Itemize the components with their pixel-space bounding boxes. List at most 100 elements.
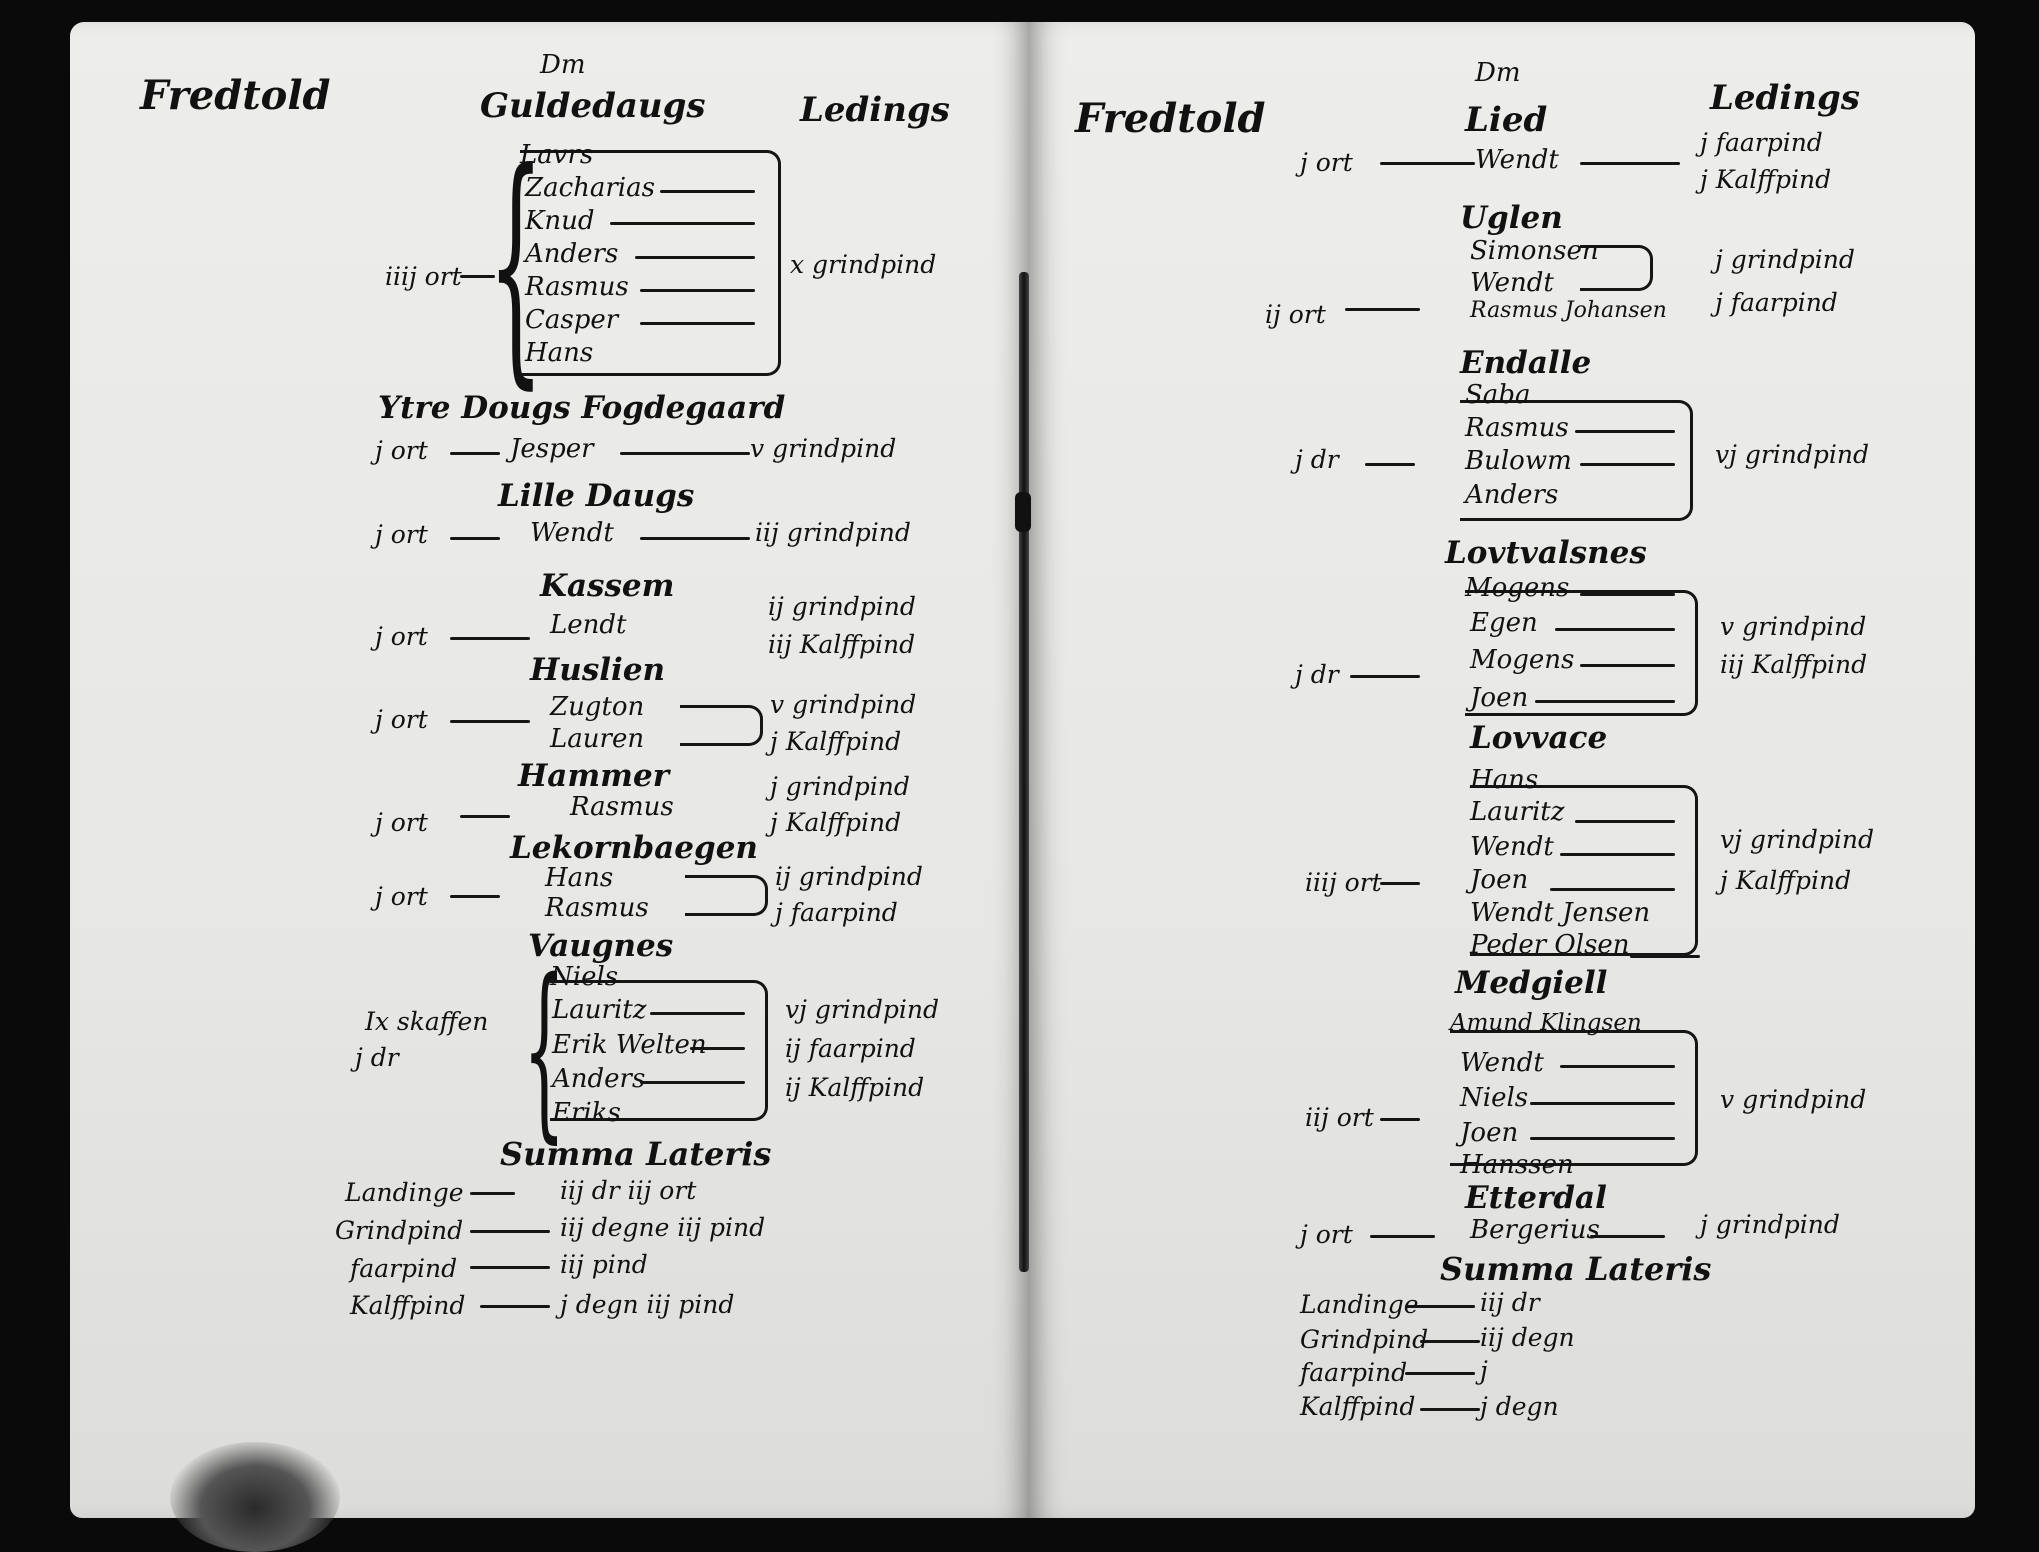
left-g4-side: j ort xyxy=(375,622,428,651)
right-r6-name: Wendt xyxy=(1460,1048,1544,1078)
left-g6-amount: j grindpind xyxy=(770,772,910,801)
right-r4-amount: v grindpind xyxy=(1720,612,1867,641)
left-g7-side: j ort xyxy=(375,882,428,911)
right-r5-amount: vj grindpind xyxy=(1720,825,1874,854)
left-g5-side: j ort xyxy=(375,705,428,734)
spine-mark xyxy=(1015,492,1031,532)
left-g5-name: Zugton xyxy=(550,692,645,722)
left-g1-name: Hans xyxy=(525,338,594,368)
right-sum-value: iij degn xyxy=(1480,1323,1575,1352)
left-g8-name: Lauritz xyxy=(552,995,647,1025)
right-r4-name: Joen xyxy=(1470,683,1529,713)
right-r6-amount: v grindpind xyxy=(1720,1085,1867,1114)
right-sum-value: iij dr xyxy=(1480,1288,1540,1317)
left-page-title: Guldedaugs xyxy=(480,86,706,126)
right-sum-label: Grindpind xyxy=(1300,1325,1429,1354)
left-sum-label: Kalffpind xyxy=(350,1291,466,1320)
right-r6-side: iij ort xyxy=(1305,1103,1374,1132)
ledger-book xyxy=(70,22,1975,1552)
right-r5-name: Lauritz xyxy=(1470,797,1565,827)
right-farm-heading: Endalle xyxy=(1460,345,1592,381)
left-g7-amount: ij grindpind xyxy=(775,862,923,891)
left-g1-amount: x grindpind xyxy=(790,250,937,279)
right-r6-name: Joen xyxy=(1460,1118,1519,1148)
left-g1-name: Casper xyxy=(525,305,619,335)
right-r2-name: Wendt xyxy=(1470,268,1554,298)
right-farm-heading: Uglen xyxy=(1460,200,1563,236)
left-g6-side: j ort xyxy=(375,808,428,837)
left-farm-heading: Huslien xyxy=(530,652,666,688)
left-title-superscript: Dm xyxy=(540,50,586,80)
right-r6-name: Hanssen xyxy=(1460,1150,1574,1180)
left-g7-name: Hans xyxy=(545,863,614,893)
left-g5-name: Lauren xyxy=(550,724,645,754)
right-r4-amount: iij Kalffpind xyxy=(1720,650,1868,679)
right-sum-value: j xyxy=(1480,1356,1488,1385)
right-r3-amount: vj grindpind xyxy=(1715,440,1869,469)
left-g7-bracket xyxy=(685,875,768,916)
right-r5-name: Wendt Jensen xyxy=(1470,898,1651,928)
right-r5-name: Joen xyxy=(1470,865,1529,895)
right-r4-name: Mogens xyxy=(1465,573,1570,603)
right-summa-heading: Summa Lateris xyxy=(1440,1250,1712,1288)
left-summa-heading: Summa Lateris xyxy=(500,1135,772,1173)
right-farm-heading: Lovvace xyxy=(1470,720,1608,756)
left-g7-amount: j faarpind xyxy=(775,898,898,927)
right-r3-side: j dr xyxy=(1295,445,1339,474)
right-r2-amount: j faarpind xyxy=(1715,288,1838,317)
book-spine xyxy=(1019,272,1029,1272)
left-g8-name: Eriks xyxy=(552,1098,621,1128)
left-g8-name: Anders xyxy=(552,1064,646,1094)
left-g8-amount: ij faarpind xyxy=(785,1034,916,1063)
right-r1-amount: j Kalffpind xyxy=(1700,165,1832,194)
right-r4-name: Mogens xyxy=(1470,645,1575,675)
right-r4-side: j dr xyxy=(1295,660,1339,689)
right-r7-name: Bergerius xyxy=(1470,1215,1600,1245)
left-corner-heading: Fredtold xyxy=(140,72,331,119)
left-farm-heading: Kassem xyxy=(540,568,675,604)
right-r3-name: Bulowm xyxy=(1465,446,1572,476)
right-r7-amount: j grindpind xyxy=(1700,1210,1840,1239)
left-g6-name: Rasmus xyxy=(570,792,674,822)
left-g5-amount: j Kalffpind xyxy=(770,727,902,756)
left-sum-value: iij dr iij ort xyxy=(560,1176,697,1205)
right-r6-name: Amund Klingsen xyxy=(1450,1010,1642,1036)
right-r7-side: j ort xyxy=(1300,1220,1353,1249)
right-r1-name: Wendt xyxy=(1475,145,1559,175)
left-g8-bracket xyxy=(550,980,768,1121)
right-r4-bracket xyxy=(1465,590,1698,716)
left-sum-label: Grindpind xyxy=(335,1216,464,1245)
left-farm-heading: Lille Daugs xyxy=(498,478,695,514)
left-g2-name: Jesper xyxy=(510,434,594,464)
left-sum-value: j degn iij pind xyxy=(560,1290,735,1319)
left-sum-value: iij degne iij pind xyxy=(560,1213,766,1242)
left-farm-heading: Ytre Dougs Fogdegaard xyxy=(378,390,786,426)
left-g6-amount: j Kalffpind xyxy=(770,808,902,837)
left-g8-side: j dr xyxy=(355,1043,399,1072)
left-g3-amount: iij grindpind xyxy=(755,518,911,547)
left-g1-side: iiij ort xyxy=(385,262,462,291)
right-r2-name: Simonsen xyxy=(1470,236,1599,266)
right-r1-amount: j faarpind xyxy=(1700,128,1823,157)
left-farm-heading: Hammer xyxy=(518,758,670,794)
right-r2-side: ij ort xyxy=(1265,300,1326,329)
left-sum-label: faarpind xyxy=(350,1254,458,1283)
left-g1-brace: { xyxy=(488,119,544,410)
left-g8-name: Erik Welten xyxy=(552,1030,707,1060)
right-page-title: Lied xyxy=(1465,100,1548,140)
right-r5-name: Hans xyxy=(1470,765,1539,795)
left-g4-amount: ij grindpind xyxy=(768,592,916,621)
right-r5-name: Wendt xyxy=(1470,832,1554,862)
left-g7-name: Rasmus xyxy=(545,893,649,923)
left-g1-name: Anders xyxy=(525,239,619,269)
left-g1-name: Lavrs xyxy=(520,140,594,170)
right-r2-name: Rasmus Johansen xyxy=(1470,298,1667,323)
left-g3-side: j ort xyxy=(375,520,428,549)
left-g8-amount: ij Kalffpind xyxy=(785,1073,925,1102)
left-g5-bracket xyxy=(680,705,763,746)
left-g4-amount: iij Kalffpind xyxy=(768,630,916,659)
right-sum-label: Kalffpind xyxy=(1300,1392,1416,1421)
right-farm-heading: Medgiell xyxy=(1455,965,1608,1001)
left-g8-side: Ix skaffen xyxy=(365,1007,489,1036)
left-farm-heading: Lekornbaegen xyxy=(510,830,758,866)
